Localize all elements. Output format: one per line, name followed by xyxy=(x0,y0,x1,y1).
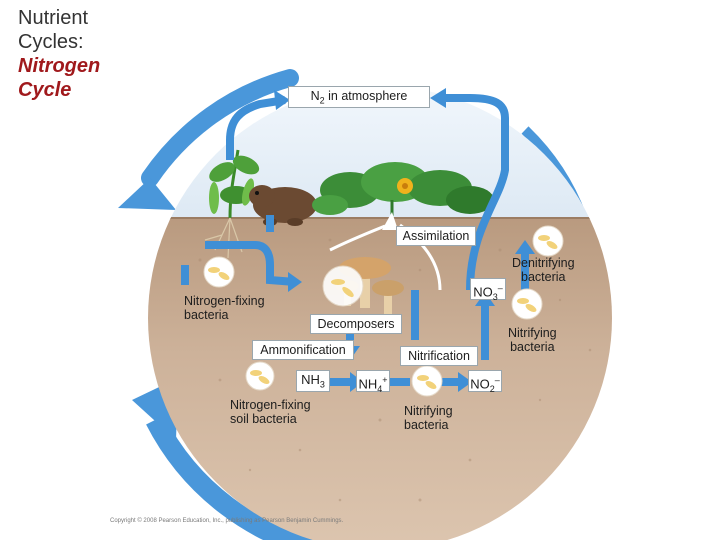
bacteria-icons xyxy=(203,225,564,397)
nh3-box: NH3 xyxy=(296,370,330,392)
nitrifying-bacteria-bottom-label: Nitrifying bacteria xyxy=(404,404,453,432)
bacteria-icon xyxy=(203,256,235,288)
bacteria-icon xyxy=(511,288,543,320)
nitrogen-fixing-bacteria-label: Nitrogen-fixing bacteria xyxy=(184,294,265,322)
title-line-2: Cycles: xyxy=(18,31,84,53)
no3-box: NO3– xyxy=(470,278,506,302)
process-arrows xyxy=(181,94,529,386)
nitrifying-bacteria-right-label: Nitrifying bacteria xyxy=(508,326,557,354)
nitrogen-fixing-soil-bacteria-label: Nitrogen-fixing soil bacteria xyxy=(230,398,311,426)
title-line-3: Nitrogen xyxy=(18,55,101,77)
nitrification-box: Nitrification xyxy=(400,346,478,366)
bacteria-icon xyxy=(322,265,364,307)
bacteria-icon xyxy=(532,225,564,257)
title-line-1: Nutrient xyxy=(18,7,89,29)
arrowhead-left-icon xyxy=(118,178,176,210)
n2-atmosphere-box: N2 in atmosphere xyxy=(288,86,430,108)
denitrifying-bacteria-label: Denitrifying bacteria xyxy=(512,256,575,284)
title-line-4: Cycle xyxy=(18,79,72,101)
assimilation-box: Assimilation xyxy=(396,226,476,246)
no2-box: NO2– xyxy=(468,370,502,394)
copyright-notice: Copyright © 2008 Pearson Education, Inc.… xyxy=(110,518,344,524)
ammonification-box: Ammonification xyxy=(252,340,354,360)
decomposers-box: Decomposers xyxy=(310,314,402,334)
bacteria-icon xyxy=(411,365,443,397)
crop-plants-icon xyxy=(312,162,494,218)
nh4-box: NH4+ xyxy=(356,370,390,394)
slide-title: Nutrient Cycles: Nitrogen Cycle xyxy=(18,6,100,102)
bacteria-icon xyxy=(245,361,275,391)
